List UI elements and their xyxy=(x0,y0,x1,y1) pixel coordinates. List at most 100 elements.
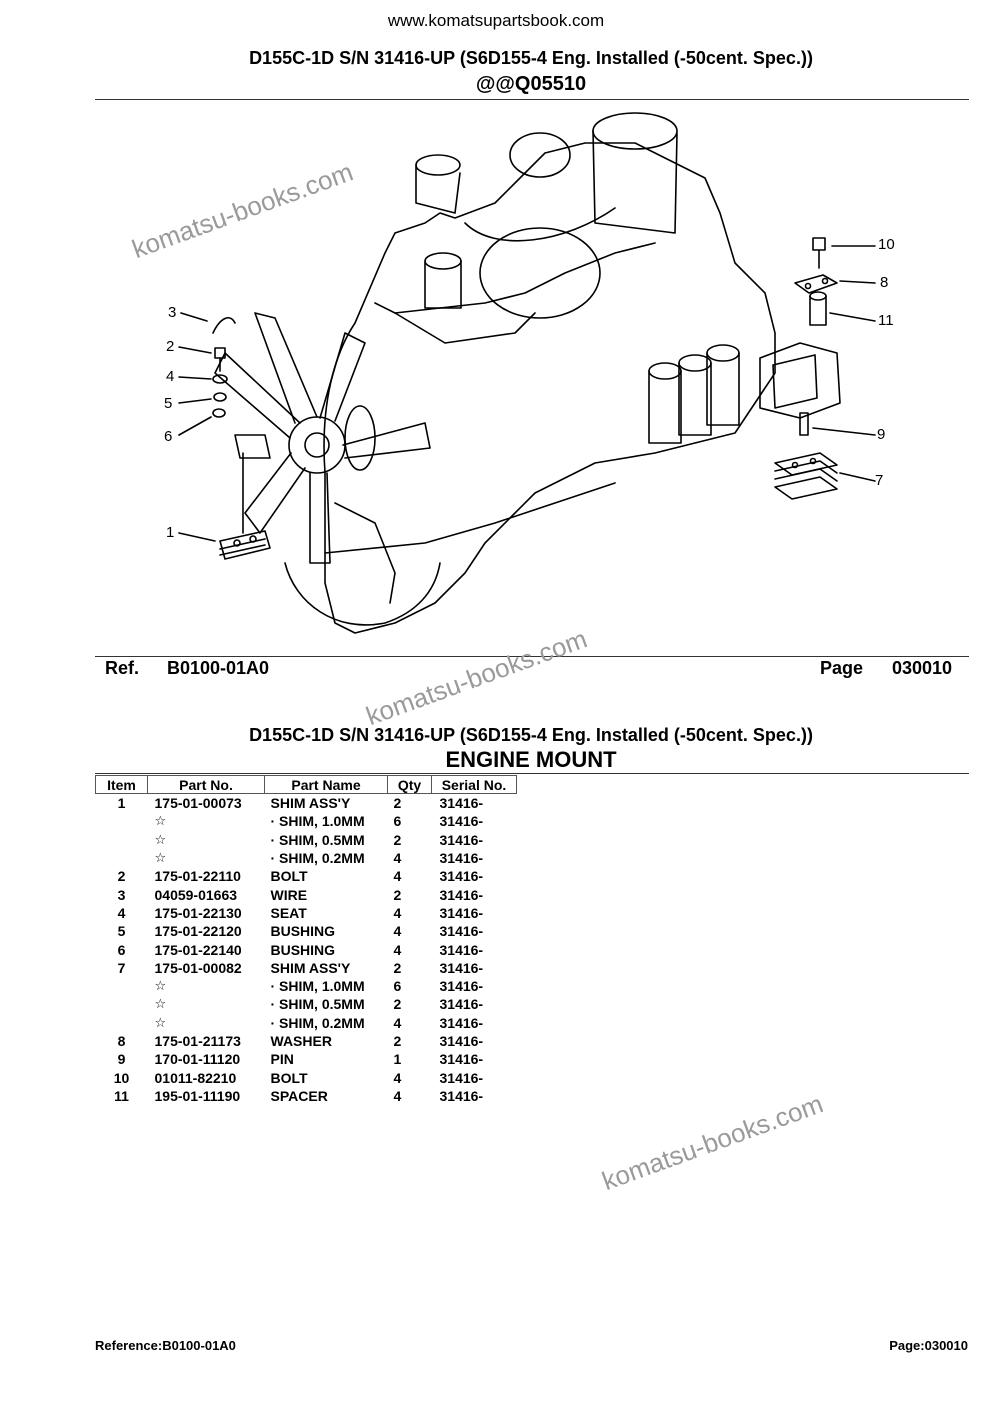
row-item: 7 xyxy=(117,959,126,976)
header-serial-no: Serial No. xyxy=(431,775,517,794)
row-qty: 4 xyxy=(393,904,402,921)
header-qty: Qty xyxy=(387,775,432,794)
row-item xyxy=(96,849,148,867)
row-serial-no: 31416- xyxy=(439,813,484,830)
row-serial-no: 31416- xyxy=(439,959,484,976)
row-serial-no: 31416- xyxy=(439,996,484,1013)
ref-rule xyxy=(95,656,969,657)
bushing-6 xyxy=(212,408,226,418)
header-item: Item xyxy=(95,775,148,794)
row-item: 5 xyxy=(117,923,126,940)
row-qty: 2 xyxy=(393,886,402,903)
pin-9 xyxy=(799,412,809,436)
row-serial-no: 31416- xyxy=(439,795,484,812)
fan-blade xyxy=(254,312,318,424)
row-qty: 4 xyxy=(393,923,402,940)
callout-8: 8 xyxy=(880,274,889,291)
site-url[interactable]: www.komatsupartsbook.com xyxy=(387,11,605,30)
row-part-no: ☆ xyxy=(154,978,167,994)
header-rule xyxy=(95,99,969,100)
exhaust-housing xyxy=(479,227,601,319)
row-serial-no: 31416- xyxy=(439,923,484,940)
row-qty: 4 xyxy=(393,868,402,885)
row-part-no: 170-01-11120 xyxy=(154,1051,241,1068)
bolt-10 xyxy=(812,237,826,251)
row-qty: 2 xyxy=(393,959,402,976)
row-serial-no: 31416- xyxy=(439,1051,484,1068)
wire-3 xyxy=(212,317,236,334)
row-qty: 2 xyxy=(393,996,402,1013)
row-part-no: 04059-01663 xyxy=(154,886,238,903)
callout-7: 7 xyxy=(875,472,884,489)
row-serial-no: 31416- xyxy=(439,1033,484,1049)
row-qty: 2 xyxy=(393,795,402,812)
table-row: 4 175-01-22130 SEAT 4 31416- xyxy=(96,904,517,922)
row-part-no: 175-01-21173 xyxy=(154,1033,241,1049)
callout-10: 10 xyxy=(878,236,895,253)
row-qty: 6 xyxy=(393,978,402,995)
row-part-no: ☆ xyxy=(154,996,167,1012)
row-part-name: PIN xyxy=(270,1051,294,1068)
row-item: 11 xyxy=(114,1087,129,1104)
row-qty: 2 xyxy=(393,1033,402,1049)
row-part-name: · SHIM, 1.0MM xyxy=(270,813,365,830)
model-title: D155C-1D S/N 31416-UP (S6D155-4 Eng. Ins… xyxy=(249,48,813,68)
table-header-row: Item Part No. Part Name Qty Serial No. xyxy=(95,775,517,794)
callout-2: 2 xyxy=(166,338,175,355)
row-part-name: SHIM ASS'Y xyxy=(270,795,351,812)
section-title: ENGINE MOUNT xyxy=(445,747,617,772)
row-item: 6 xyxy=(117,941,126,958)
row-serial-no: 31416- xyxy=(439,1014,484,1031)
engine-mount-illustration xyxy=(178,112,876,634)
bushing-5 xyxy=(213,392,227,402)
row-serial-no: 31416- xyxy=(439,904,484,921)
header-part-name: Part Name xyxy=(264,775,388,794)
row-item: 4 xyxy=(117,904,126,921)
row-part-name: BOLT xyxy=(270,1069,308,1086)
callout-5: 5 xyxy=(164,395,173,412)
right-shim-pack xyxy=(774,452,838,476)
row-part-no: 01011-82210 xyxy=(154,1069,237,1086)
row-serial-no: 31416- xyxy=(439,850,484,867)
row-part-name: SPACER xyxy=(270,1087,328,1104)
callout-6: 6 xyxy=(164,428,173,445)
bolt-2 xyxy=(214,347,226,359)
callout-1: 1 xyxy=(166,524,175,541)
row-qty: 4 xyxy=(393,850,402,867)
footer-page: Page:030010 xyxy=(889,1338,968,1353)
footer-reference: Reference:B0100-01A0 xyxy=(95,1338,236,1353)
row-item: 1 xyxy=(117,795,126,812)
row-part-no: ☆ xyxy=(154,850,167,866)
row-qty: 6 xyxy=(393,813,402,830)
row-part-name: WIRE xyxy=(270,886,308,903)
callout-9: 9 xyxy=(877,426,886,443)
row-qty: 4 xyxy=(393,1014,402,1031)
washer-8 xyxy=(794,274,838,294)
page-value: 030010 xyxy=(892,658,953,678)
row-part-name: SEAT xyxy=(270,904,307,921)
row-part-name: · SHIM, 1.0MM xyxy=(270,978,365,995)
row-qty: 4 xyxy=(393,1069,402,1086)
parts-table: Item Part No. Part Name Qty Serial No. 1… xyxy=(95,775,517,1105)
row-part-no: 175-01-22130 xyxy=(154,904,242,921)
row-part-no: 175-01-00082 xyxy=(154,959,242,976)
row-part-name: BUSHING xyxy=(270,941,336,958)
right-mount-bracket xyxy=(759,342,841,419)
row-qty: 4 xyxy=(393,941,402,958)
row-serial-no: 31416- xyxy=(439,886,484,903)
row-part-no: 175-01-22110 xyxy=(154,868,241,885)
callout-3: 3 xyxy=(168,304,177,321)
row-part-name: BOLT xyxy=(270,868,308,885)
page-label: Page xyxy=(820,658,864,678)
row-part-no: ☆ xyxy=(154,831,167,847)
